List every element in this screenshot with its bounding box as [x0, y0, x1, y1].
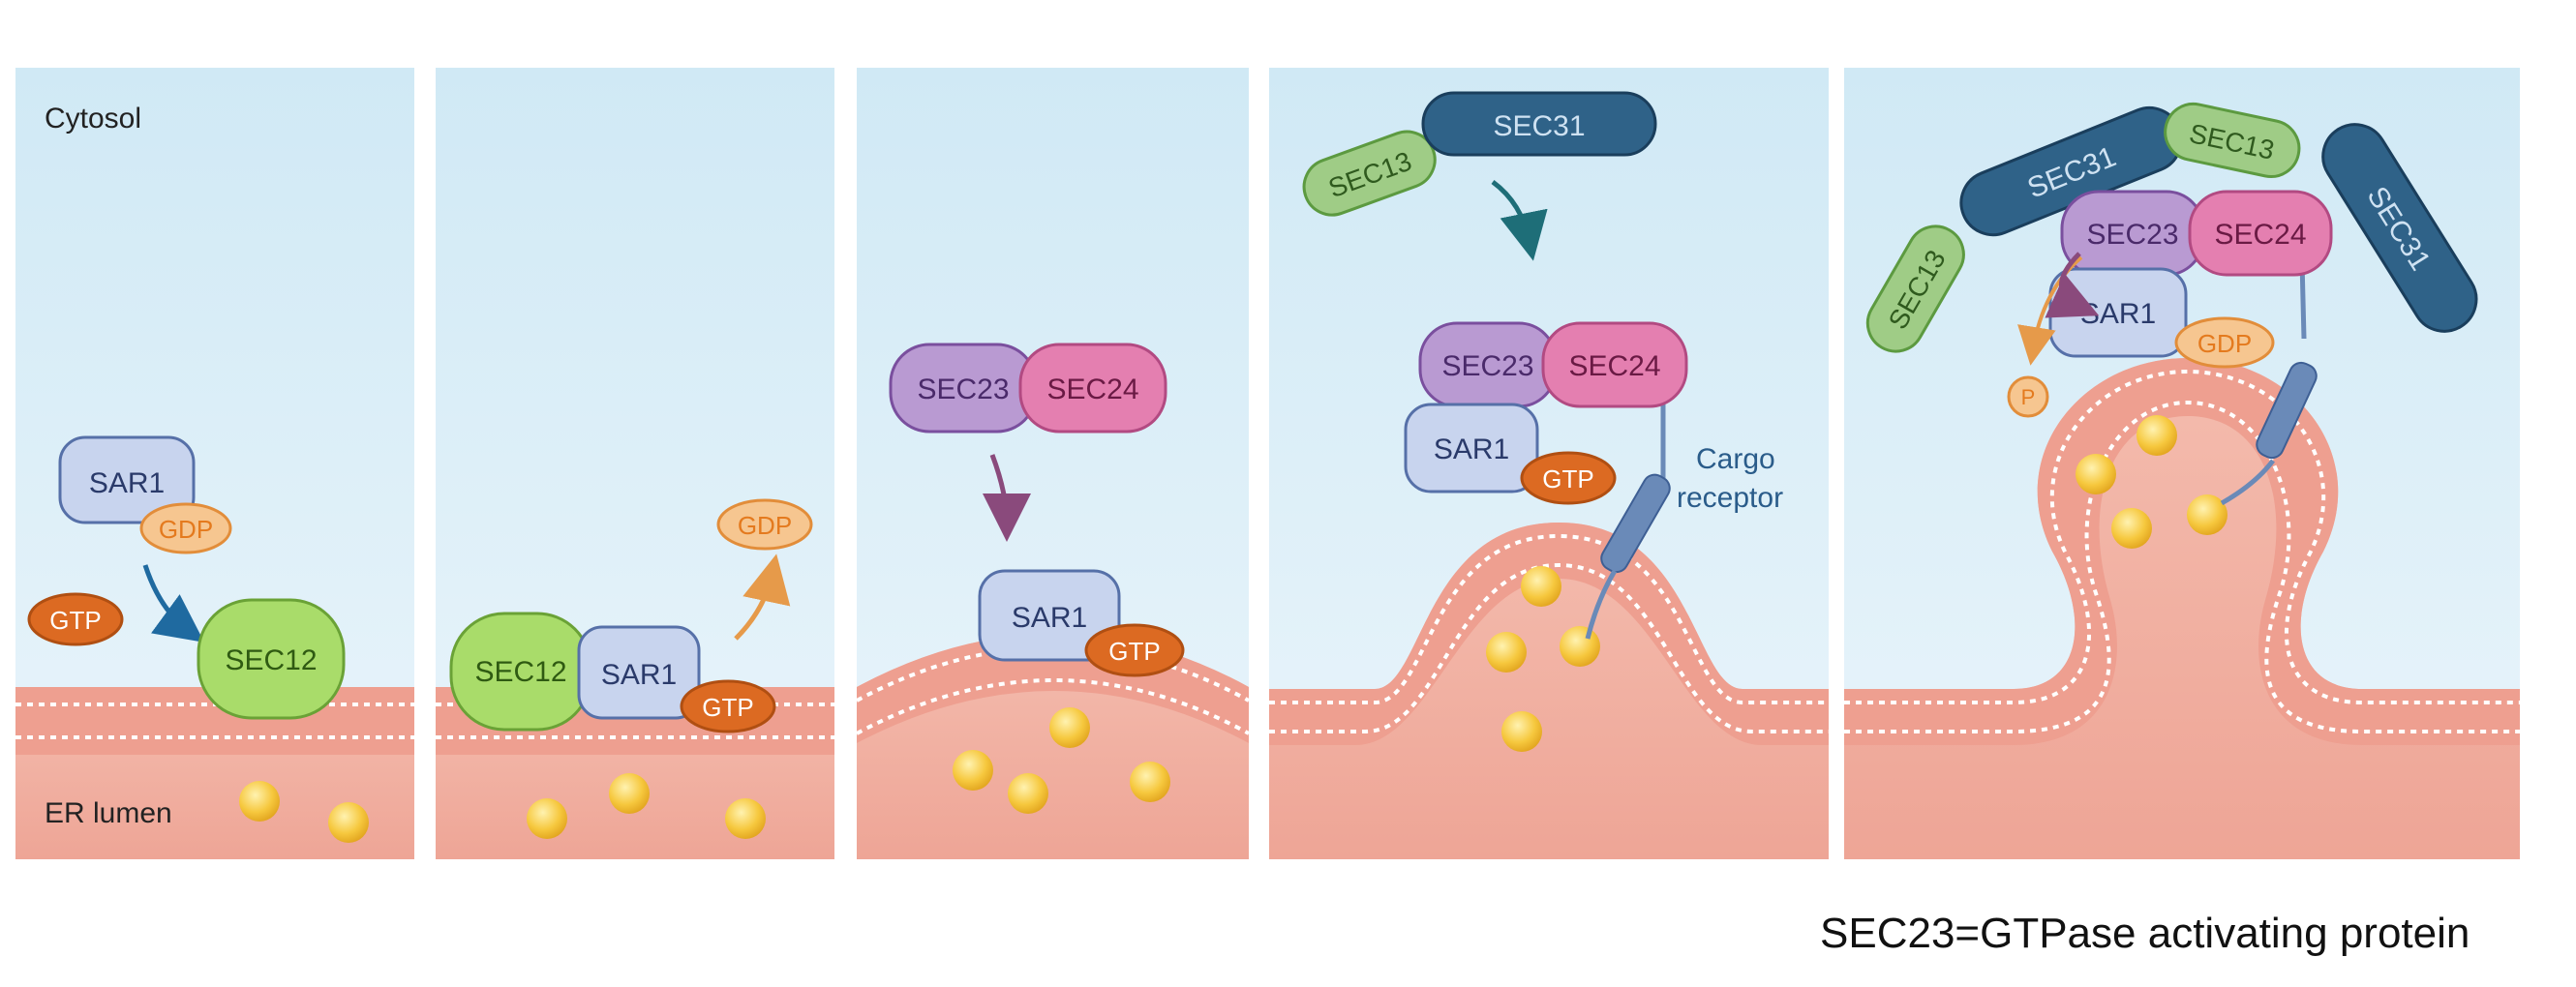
svg-text:SEC23: SEC23 [2086, 219, 2178, 251]
gdp-molecule: GDP [139, 502, 232, 554]
sar1-protein: SAR1 [58, 435, 196, 524]
svg-text:SEC23: SEC23 [1441, 350, 1533, 382]
sec12-protein: SEC12 [449, 612, 592, 732]
arrow-icon [982, 454, 1031, 542]
gtp-molecule: GTP [1084, 623, 1185, 677]
sar1-protein: SAR1 [2048, 267, 2188, 358]
svg-text:SAR1: SAR1 [601, 659, 677, 691]
svg-text:GDP: GDP [2197, 329, 2252, 358]
sec13-protein: SEC13 [2164, 102, 2301, 179]
panel-3 [857, 68, 1249, 859]
sec23-protein: SEC23 [2060, 190, 2205, 277]
svg-text:GDP: GDP [159, 515, 213, 544]
svg-text:GTP: GTP [49, 606, 101, 635]
svg-text:SEC23: SEC23 [917, 374, 1009, 405]
arrow-icon [734, 553, 791, 641]
cytosol-label: Cytosol [45, 103, 141, 135]
sar1-protein: SAR1 [577, 625, 701, 720]
svg-text:SEC12: SEC12 [474, 656, 566, 688]
gdp-molecule: GDP [2174, 316, 2275, 369]
cargo-receptor [1585, 404, 1671, 640]
gtp-molecule: GTP [1520, 451, 1617, 505]
svg-text:SEC24: SEC24 [1568, 350, 1660, 382]
svg-text:SAR1: SAR1 [89, 467, 165, 499]
cargo-molecule [527, 773, 766, 839]
svg-text:GDP: GDP [738, 511, 792, 540]
er-lumen-label: ER lumen [45, 797, 172, 829]
svg-text:SEC24: SEC24 [2214, 219, 2306, 251]
svg-text:GTP: GTP [702, 693, 753, 722]
arrow-icon [1491, 179, 1548, 261]
gdp-molecule: GDP [716, 498, 813, 551]
gtp-molecule: GTP [680, 679, 776, 733]
svg-text:GTP: GTP [1108, 637, 1160, 666]
svg-text:SEC12: SEC12 [225, 644, 317, 676]
svg-text:SAR1: SAR1 [2080, 298, 2156, 330]
panel-5 [1844, 68, 2520, 859]
cargo-molecule [953, 707, 1170, 814]
caption: SEC23=GTPase activating protein [1820, 910, 2470, 957]
cargo-molecule [2076, 415, 2227, 549]
sec23-protein: SEC23 [1418, 321, 1558, 408]
svg-text:P: P [2021, 385, 2036, 409]
sec23-protein: SEC23 [889, 343, 1038, 434]
sar1-protein: SAR1 [1404, 403, 1539, 494]
cargo-receptor-label: Cargo [1696, 443, 1775, 475]
phosphate-molecule: P [2007, 375, 2049, 418]
sec12-protein: SEC12 [197, 598, 346, 720]
sec24-protein: SEC24 [2188, 190, 2333, 277]
svg-text:SEC31: SEC31 [1493, 110, 1585, 142]
cargo-molecule [239, 781, 369, 843]
cargo-receptor-label: receptor [1677, 482, 1783, 514]
sar1-protein: SAR1 [978, 569, 1121, 662]
svg-text:GTP: GTP [1542, 464, 1593, 494]
sec24-protein: SEC24 [1541, 321, 1688, 408]
sec31-protein: SEC31 [1421, 91, 1657, 157]
svg-text:SEC24: SEC24 [1046, 374, 1138, 405]
svg-text:SAR1: SAR1 [1434, 434, 1509, 465]
sec24-protein: SEC24 [1018, 343, 1167, 434]
arrow-icon [2045, 252, 2100, 318]
panel-1 [15, 68, 414, 859]
svg-text:SAR1: SAR1 [1012, 602, 1087, 634]
gtp-molecule: GTP [27, 592, 124, 646]
panel-2 [436, 68, 834, 859]
arrow-icon [142, 564, 205, 643]
